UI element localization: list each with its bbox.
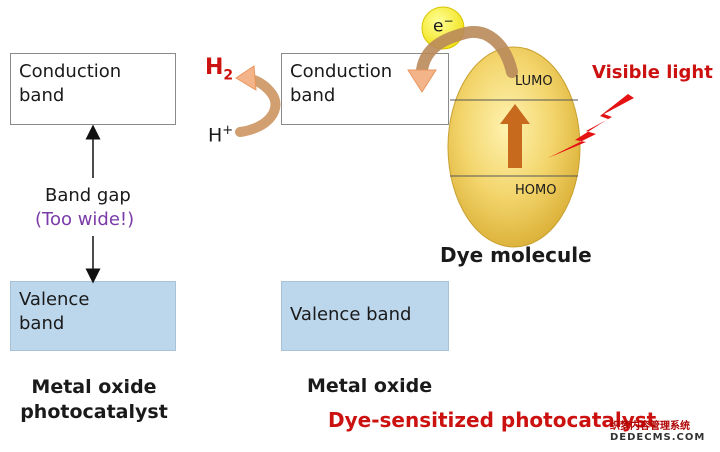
- hplus-label-main: H: [208, 124, 223, 147]
- left-caption: Metal oxide photocatalyst: [20, 376, 168, 423]
- lumo-to-conduction-arrow: [416, 26, 518, 78]
- excitation-arrow: [500, 104, 530, 168]
- homo-label: HOMO: [515, 183, 557, 198]
- right-conduction-band-label: Conduction band: [290, 61, 393, 106]
- left-conduction-band-label: Conduction band: [19, 61, 122, 106]
- visible-light-bolt-icon: [548, 94, 634, 158]
- dye-molecule-label: Dye molecule: [440, 243, 592, 267]
- too-wide-label: (Too wide!): [35, 209, 135, 230]
- left-conduction-band-box: Conduction band: [10, 53, 176, 125]
- h2-label-main: H: [205, 55, 224, 80]
- hplus-label-superscript: +: [222, 123, 234, 138]
- right-valence-band-box: Valence band: [281, 281, 449, 351]
- watermark-line-1: 织梦内容管理系统: [610, 421, 690, 432]
- visible-light-label: Visible light: [592, 62, 713, 83]
- h2-label: H2: [205, 55, 233, 83]
- left-valence-band-label: Valence band: [19, 289, 90, 334]
- lumo-to-conduction-arrowhead: [407, 69, 437, 93]
- left-valence-band-box: Valence band: [10, 281, 176, 351]
- dye-sensitized-title: Dye-sensitized photocatalyst: [328, 408, 657, 432]
- h2-label-subscript: 2: [223, 67, 234, 84]
- lumo-label: LUMO: [515, 74, 553, 89]
- electron-label: e−: [433, 14, 454, 37]
- right-valence-band-label: Valence band: [290, 304, 412, 325]
- electron-label-main: e: [433, 16, 444, 37]
- band-gap-label: Band gap: [45, 185, 131, 206]
- hplus-label: H+: [208, 123, 233, 146]
- hplus-to-h2-arrowhead: [235, 65, 257, 91]
- electron-label-superscript: −: [443, 14, 454, 28]
- right-caption: Metal oxide: [307, 375, 433, 397]
- hplus-to-h2-arrow: [235, 73, 281, 137]
- watermark-line-2: DEDECMS.COM: [610, 432, 706, 443]
